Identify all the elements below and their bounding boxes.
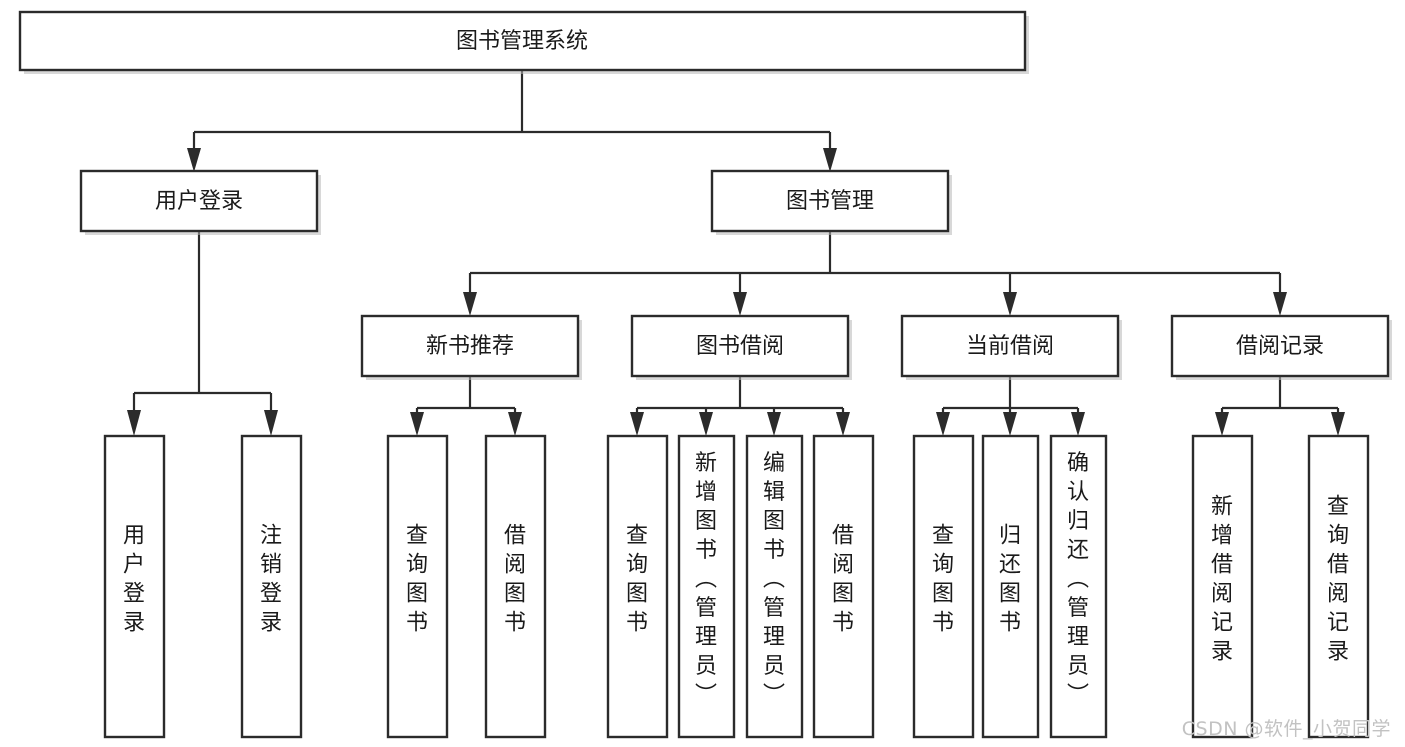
node-borrow-record-label: 借阅记录 bbox=[1236, 334, 1324, 359]
arrowhead-record-leaf-1 bbox=[1331, 412, 1345, 436]
leaf-current-return-label: 归还图书 bbox=[999, 524, 1021, 636]
leaf-node[interactable]: 注销登录 bbox=[240, 434, 303, 739]
node-current-borrow-label: 当前借阅 bbox=[966, 334, 1054, 359]
node-user-login-label: 用户登录 bbox=[155, 189, 243, 214]
leaf-node[interactable]: 归还图书 bbox=[981, 434, 1040, 739]
arrowhead-current bbox=[1003, 292, 1017, 316]
node-new-book-recommend[interactable]: 新书推荐 bbox=[360, 314, 582, 380]
leaf-logout-box[interactable] bbox=[240, 434, 303, 739]
leaf-current-confirm-label: 确认归还︵管理员︶ bbox=[1067, 451, 1089, 708]
node-root-box[interactable] bbox=[18, 10, 1027, 72]
leaf-current-query-label: 查询图书 bbox=[932, 524, 954, 636]
leaf-node[interactable]: 确认归还︵管理员︶ bbox=[1049, 434, 1108, 739]
leaf-user-login-label: 用户登录 bbox=[123, 524, 145, 636]
leaf-node[interactable]: 查询图书 bbox=[386, 434, 449, 739]
leaf-record-add-label: 新增借阅记录 bbox=[1211, 495, 1233, 665]
leaf-borrow-add-box[interactable] bbox=[677, 434, 736, 739]
arrowhead-new-book-leaf-0 bbox=[410, 412, 424, 436]
node-borrow-record[interactable]: 借阅记录 bbox=[1170, 314, 1392, 380]
leaf-record-query-box[interactable] bbox=[1307, 434, 1370, 739]
leaf-record-add-box[interactable] bbox=[1191, 434, 1254, 739]
leaf-borrow-do-box[interactable] bbox=[812, 434, 875, 739]
leaf-borrow-edit-box[interactable] bbox=[745, 434, 804, 739]
leaf-current-return-box[interactable] bbox=[981, 434, 1040, 739]
leaf-current-confirm-box[interactable] bbox=[1049, 434, 1108, 739]
node-book-management-label: 图书管理 bbox=[786, 189, 874, 214]
leaf-node[interactable]: 编辑图书︵管理员︶ bbox=[745, 434, 804, 739]
leaf-newbook-borrow-box[interactable] bbox=[484, 434, 547, 739]
arrowhead-current-leaf-0 bbox=[936, 412, 950, 436]
node-user-login-box[interactable] bbox=[79, 169, 319, 233]
leaf-node[interactable]: 查询图书 bbox=[912, 434, 975, 739]
leaf-borrow-add-label: 新增图书︵管理员︶ bbox=[695, 451, 717, 708]
leaf-current-query-box[interactable] bbox=[912, 434, 975, 739]
leaf-node[interactable]: 查询图书 bbox=[606, 434, 669, 739]
node-root-label: 图书管理系统 bbox=[456, 29, 588, 54]
leaf-borrow-do-label: 借阅图书 bbox=[832, 524, 854, 636]
leaf-node[interactable]: 查询借阅记录 bbox=[1307, 434, 1370, 739]
leaf-borrow-query-label: 查询图书 bbox=[626, 524, 648, 636]
leaf-node[interactable]: 用户登录 bbox=[103, 434, 166, 739]
arrowhead-borrow-leaf-2 bbox=[767, 412, 781, 436]
leaf-node[interactable]: 借阅图书 bbox=[484, 434, 547, 739]
arrowhead-current-leaf-2 bbox=[1071, 412, 1085, 436]
arrowhead-borrow-leaf-1 bbox=[699, 412, 713, 436]
node-current-borrow-box[interactable] bbox=[900, 314, 1120, 378]
leaf-node[interactable]: 新增图书︵管理员︶ bbox=[677, 434, 736, 739]
node-new-book-recommend-box[interactable] bbox=[360, 314, 580, 378]
node-user-login[interactable]: 用户登录 bbox=[79, 169, 321, 235]
arrowhead-new-book bbox=[463, 292, 477, 316]
arrowhead-user-login bbox=[187, 148, 201, 172]
arrowhead-new-book-leaf-1 bbox=[508, 412, 522, 436]
arrowhead-borrow-leaf-0 bbox=[630, 412, 644, 436]
leaf-record-query-label: 查询借阅记录 bbox=[1327, 495, 1349, 665]
node-book-borrow-box[interactable] bbox=[630, 314, 850, 378]
node-new-book-recommend-label: 新书推荐 bbox=[426, 334, 514, 359]
arrowhead-record bbox=[1273, 292, 1287, 316]
arrowhead-user-login-leaf-0 bbox=[127, 410, 141, 436]
node-current-borrow[interactable]: 当前借阅 bbox=[900, 314, 1122, 380]
leaf-borrow-edit-label: 编辑图书︵管理员︶ bbox=[763, 451, 785, 708]
arrowhead-user-login-leaf-1 bbox=[264, 410, 278, 436]
node-book-borrow[interactable]: 图书借阅 bbox=[630, 314, 852, 380]
arrowhead-group bbox=[127, 148, 1345, 436]
arrowhead-borrow-leaf-3 bbox=[836, 412, 850, 436]
leaf-user-login-box[interactable] bbox=[103, 434, 166, 739]
node-book-management-box[interactable] bbox=[710, 169, 950, 233]
leaf-borrow-query-box[interactable] bbox=[606, 434, 669, 739]
node-book-management[interactable]: 图书管理 bbox=[710, 169, 952, 235]
leaf-node[interactable]: 新增借阅记录 bbox=[1191, 434, 1254, 739]
node-borrow-record-box[interactable] bbox=[1170, 314, 1390, 378]
arrowhead-record-leaf-0 bbox=[1215, 412, 1229, 436]
arrowhead-current-leaf-1 bbox=[1003, 412, 1017, 436]
leaf-newbook-query-label: 查询图书 bbox=[406, 524, 428, 636]
arrowhead-borrow bbox=[733, 292, 747, 316]
leaf-logout-label: 注销登录 bbox=[260, 524, 282, 636]
arrowhead-book-mgmt bbox=[823, 148, 837, 172]
leaf-newbook-borrow-label: 借阅图书 bbox=[504, 524, 526, 636]
leaf-newbook-query-box[interactable] bbox=[386, 434, 449, 739]
node-book-borrow-label: 图书借阅 bbox=[696, 334, 784, 359]
leaf-node[interactable]: 借阅图书 bbox=[812, 434, 875, 739]
node-root[interactable]: 图书管理系统 bbox=[18, 10, 1029, 74]
